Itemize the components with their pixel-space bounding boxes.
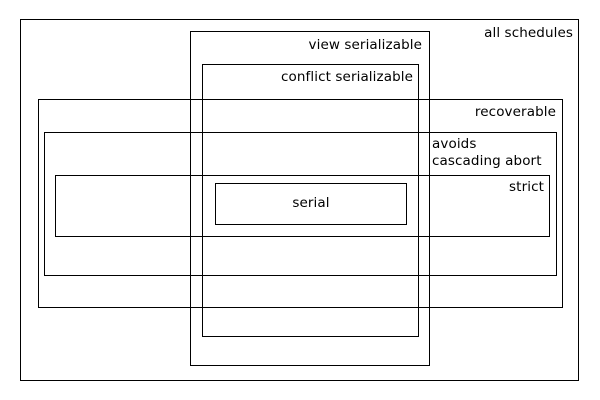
label-serial: serial [292,195,330,211]
label-view-serializable: view serializable [308,37,422,53]
label-avoids-cascading-abort: avoids cascading abort [432,136,542,169]
region-view-serializable [190,31,430,366]
region-strict [55,175,550,237]
label-all-schedules: all schedules [484,25,573,41]
region-serial [215,183,407,225]
region-conflict-serializable [202,64,419,337]
label-conflict-serializable: conflict serializable [281,69,413,85]
region-all-schedules [20,19,579,381]
region-recoverable [38,99,563,308]
region-avoids-cascading-abort [44,132,557,276]
label-strict: strict [509,179,544,195]
label-recoverable: recoverable [474,104,556,120]
